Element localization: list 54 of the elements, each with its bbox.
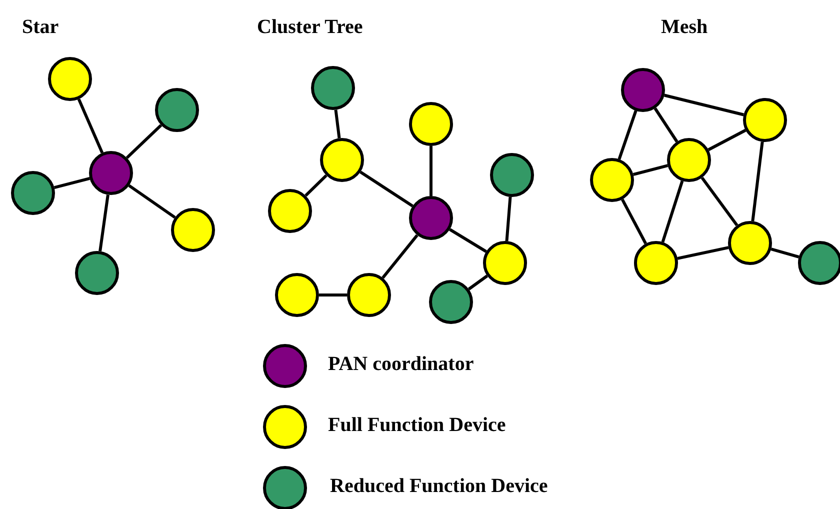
- link-line: [319, 294, 347, 296]
- link-line: [430, 146, 432, 196]
- link-line: [677, 246, 729, 260]
- topology-title: Mesh: [661, 16, 708, 39]
- link-line: [334, 110, 341, 138]
- device-node: [590, 158, 634, 202]
- device-node: [409, 196, 453, 240]
- link-line: [770, 248, 800, 258]
- link-line: [98, 194, 110, 252]
- link-line: [449, 228, 487, 253]
- link-line: [54, 177, 90, 189]
- device-node: [75, 251, 119, 295]
- link-line: [751, 142, 764, 222]
- device-node: [347, 273, 391, 317]
- device-node: [667, 138, 711, 182]
- device-node: [48, 57, 92, 101]
- link-line: [664, 94, 744, 116]
- link-line: [700, 176, 738, 226]
- link-line: [77, 98, 104, 154]
- device-node: [490, 153, 534, 197]
- link-line: [632, 164, 668, 176]
- link-line: [505, 196, 512, 242]
- device-node: [409, 102, 453, 146]
- link-line: [382, 234, 418, 279]
- device-node: [171, 208, 215, 252]
- device-node: [89, 151, 133, 195]
- device-node: [320, 138, 364, 182]
- link-line: [654, 108, 678, 142]
- device-node: [268, 189, 312, 233]
- link-line: [360, 170, 414, 208]
- link-line: [620, 198, 648, 244]
- device-node: [11, 171, 55, 215]
- device-node: [311, 66, 355, 110]
- legend-label: Reduced Function Device: [330, 475, 548, 498]
- device-node: [743, 98, 787, 142]
- legend-label: PAN coordinator: [328, 353, 474, 376]
- device-node: [483, 241, 527, 285]
- link-line: [128, 184, 176, 219]
- topology-title: Cluster Tree: [257, 16, 363, 39]
- link-line: [661, 180, 684, 243]
- link-line: [304, 174, 328, 197]
- legend-label: Full Function Device: [328, 414, 506, 437]
- topology-title: Star: [22, 16, 59, 39]
- link-line: [126, 124, 162, 159]
- device-node: [728, 221, 772, 265]
- device-node: [429, 280, 473, 324]
- device-node: [275, 273, 319, 317]
- device-node: [634, 241, 678, 285]
- link-line: [618, 110, 638, 160]
- device-node: [798, 241, 840, 285]
- link-line: [468, 274, 488, 290]
- device-node: [155, 88, 199, 132]
- device-node: [621, 68, 665, 112]
- link-line: [708, 128, 746, 152]
